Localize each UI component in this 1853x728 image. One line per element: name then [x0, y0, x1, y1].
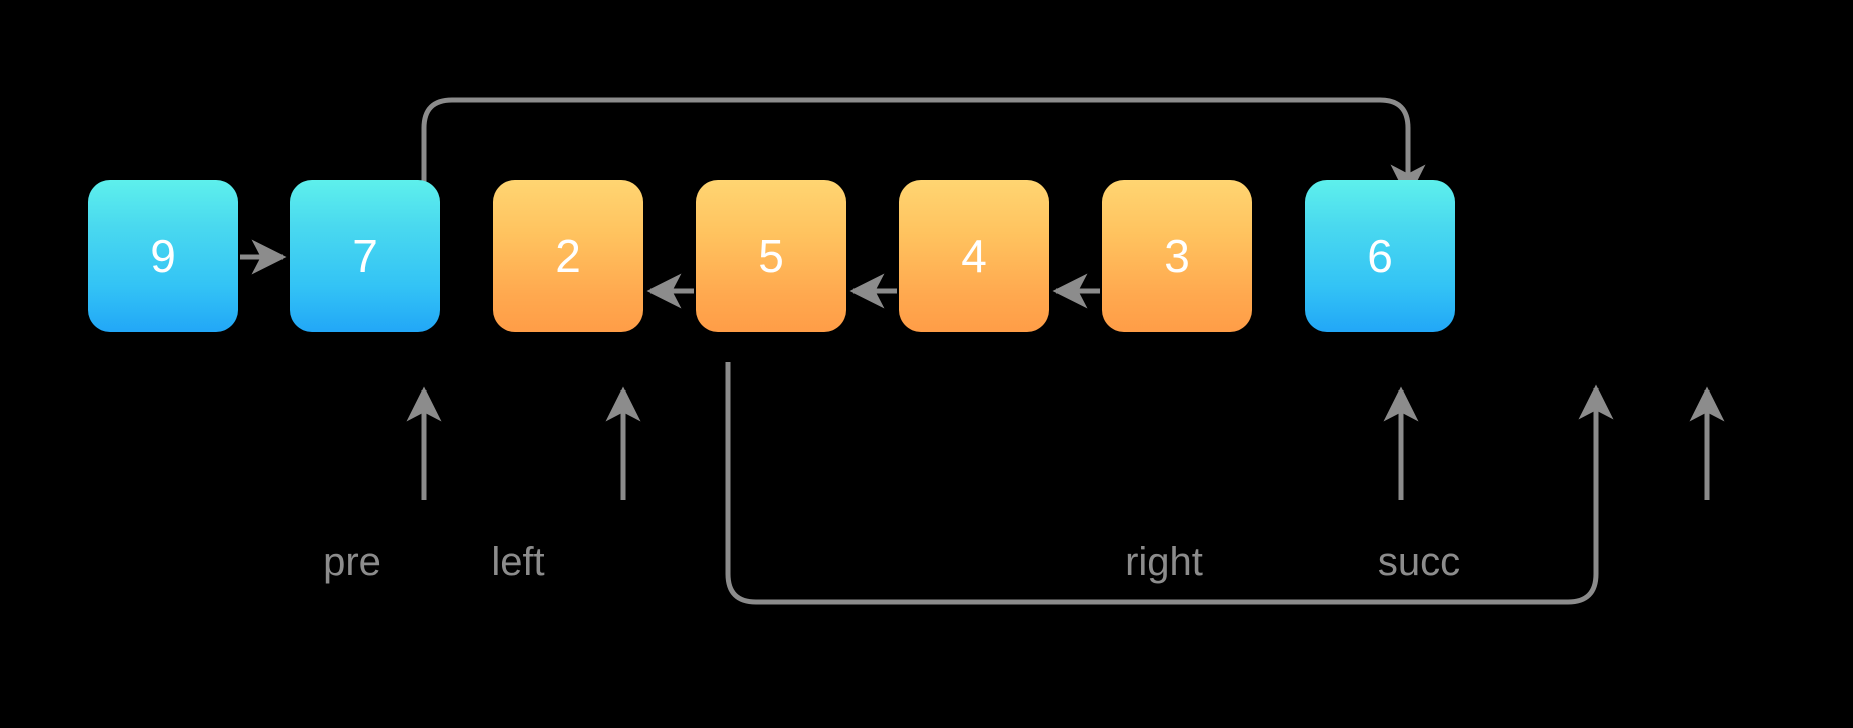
list-node-6[interactable]: 6	[1305, 180, 1455, 332]
node-value: 3	[1164, 230, 1190, 282]
list-node-2[interactable]: 2	[493, 180, 643, 332]
list-node-5[interactable]: 5	[696, 180, 846, 332]
list-node-9[interactable]: 9	[88, 180, 238, 332]
list-node-7[interactable]: 7	[290, 180, 440, 332]
node-value: 7	[352, 230, 378, 282]
pointer-label-pre: pre	[323, 540, 381, 584]
node-value: 6	[1367, 230, 1393, 282]
pointer-label-left: left	[491, 540, 545, 584]
edge-2-to-6-bottom	[725, 362, 1614, 605]
node-value: 5	[758, 230, 784, 282]
node-value: 4	[961, 230, 987, 282]
edge-7-to-3-top	[421, 97, 1426, 218]
list-node-4[interactable]: 4	[899, 180, 1049, 332]
node-value: 9	[150, 230, 176, 282]
list-node-3[interactable]: 3	[1102, 180, 1252, 332]
pointer-label-succ: succ	[1377, 540, 1461, 584]
node-value: 2	[555, 230, 581, 282]
pointer-label-right: right	[1125, 540, 1203, 584]
